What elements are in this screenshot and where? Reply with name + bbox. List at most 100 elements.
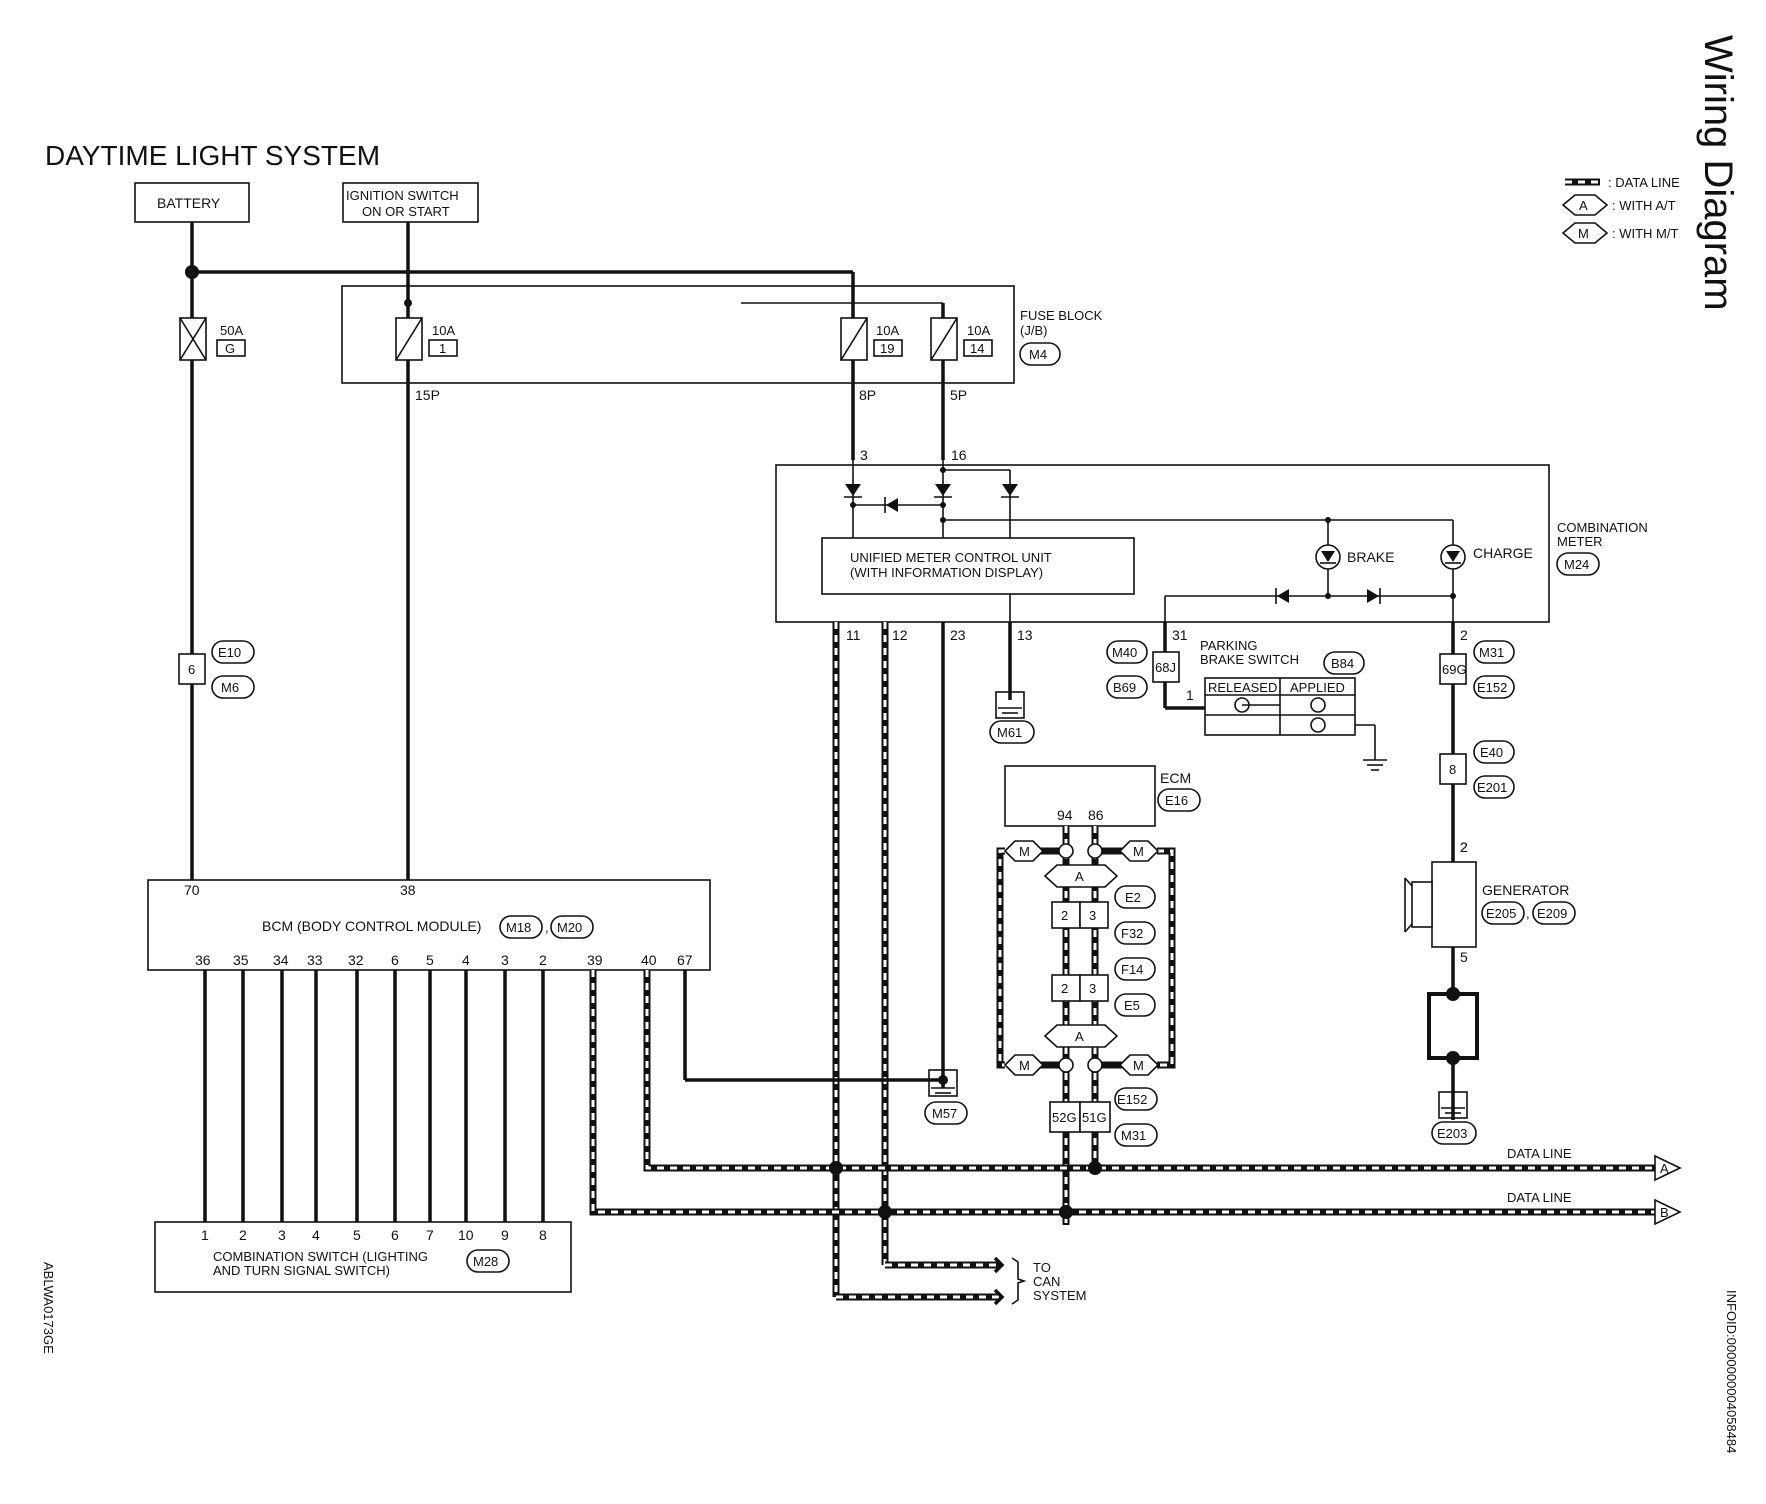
svg-text:2: 2 [239, 1227, 247, 1243]
svg-text:BRAKE SWITCH: BRAKE SWITCH [1200, 652, 1299, 667]
battery-label: BATTERY [157, 195, 221, 211]
svg-text:50A: 50A [220, 323, 243, 338]
conn-m40: M40 [1112, 645, 1137, 660]
svg-text:11: 11 [846, 627, 861, 643]
svg-text:F14: F14 [1121, 962, 1143, 977]
svg-text:5: 5 [353, 1227, 361, 1243]
svg-text:3: 3 [278, 1227, 286, 1243]
svg-text:86: 86 [1088, 807, 1104, 823]
svg-text:APPLIED: APPLIED [1290, 680, 1345, 695]
charge-lamp-label: CHARGE [1473, 545, 1533, 561]
svg-text:1: 1 [201, 1227, 209, 1243]
svg-text:(WITH INFORMATION DISPLAY): (WITH INFORMATION DISPLAY) [850, 565, 1043, 580]
svg-text:2: 2 [1460, 839, 1468, 855]
ecm-conn: E16 [1165, 793, 1188, 808]
svg-text:CAN: CAN [1033, 1274, 1060, 1289]
svg-text:E203: E203 [1437, 1126, 1467, 1141]
svg-text:67: 67 [677, 952, 693, 968]
bcm-switch-wires [203, 970, 545, 1222]
fuse-19: 10A 19 [840, 317, 903, 361]
svg-text:52G: 52G [1052, 1110, 1077, 1125]
ground-m61: M61 [989, 691, 1035, 744]
svg-text:9: 9 [501, 1227, 509, 1243]
svg-text:1: 1 [1186, 687, 1194, 703]
fuse-block [341, 285, 1015, 384]
svg-text:M: M [1019, 844, 1030, 859]
connector-69g [1439, 653, 1467, 685]
svg-text:68J: 68J [1155, 660, 1176, 675]
bcm-label: BCM (BODY CONTROL MODULE) [262, 918, 481, 934]
svg-text:3: 3 [860, 447, 868, 463]
connector-e40 [1439, 753, 1467, 785]
brake-lamp-label: BRAKE [1347, 549, 1394, 565]
svg-text:,: , [545, 920, 549, 935]
ecm-label: ECM [1160, 770, 1191, 786]
conn-m31: M31 [1479, 645, 1504, 660]
conn-e10: E10 [218, 645, 241, 660]
ignition-label-1: IGNITION SWITCH [346, 188, 459, 203]
conn-e152: E152 [1477, 680, 1507, 695]
svg-text:13: 13 [1017, 627, 1033, 643]
svg-text:,: , [1526, 906, 1530, 921]
svg-text:4: 4 [462, 952, 470, 968]
svg-text:36: 36 [195, 952, 211, 968]
svg-text:12: 12 [892, 627, 908, 643]
svg-text:14: 14 [970, 341, 984, 356]
svg-text:GENERATOR: GENERATOR [1482, 882, 1569, 898]
svg-text:6: 6 [391, 952, 399, 968]
svg-text:RELEASED: RELEASED [1208, 680, 1277, 695]
conn-b69: B69 [1113, 680, 1136, 695]
parking-brake-switch: PARKING BRAKE SWITCH B84 RELEASED APPLIE… [1200, 638, 1387, 771]
conn-e201: E201 [1477, 780, 1507, 795]
svg-text:M31: M31 [1121, 1128, 1146, 1143]
combination-switch-conn: M28 [473, 1254, 498, 1269]
fuse-1: 10A 1 [395, 317, 458, 361]
svg-text:2: 2 [539, 952, 547, 968]
svg-text:M61: M61 [997, 725, 1022, 740]
svg-text:5: 5 [1460, 949, 1468, 965]
svg-text:34: 34 [273, 952, 289, 968]
mt-marks: M M M M [1003, 840, 1160, 1076]
ecm-box [1004, 765, 1156, 827]
svg-text:M: M [1133, 844, 1144, 859]
unified-meter-control-unit [821, 537, 1135, 595]
at-marks: A A [1043, 864, 1119, 1048]
svg-text:E5: E5 [1124, 998, 1140, 1013]
svg-text:E205: E205 [1486, 906, 1516, 921]
svg-text:E152: E152 [1117, 1092, 1147, 1107]
svg-text:3: 3 [501, 952, 509, 968]
svg-text:10: 10 [458, 1227, 474, 1243]
combination-meter-label-1: COMBINATION [1557, 520, 1648, 535]
svg-text:M: M [1133, 1058, 1144, 1073]
left-code: ABLWA0173GE [41, 1262, 56, 1354]
svg-text:G: G [225, 341, 235, 356]
svg-text:3: 3 [1089, 908, 1096, 923]
svg-text:A: A [1660, 1161, 1669, 1176]
svg-text:TO: TO [1033, 1260, 1051, 1275]
legend-at-symbol [1561, 194, 1609, 216]
svg-text:16: 16 [951, 447, 967, 463]
combination-switch-label-1: COMBINATION SWITCH (LIGHTING [213, 1249, 428, 1264]
fuse-14: 10A 14 [741, 302, 993, 460]
connector-e10 [178, 653, 206, 685]
term-15p: 15P [415, 387, 440, 403]
svg-text:2: 2 [1460, 627, 1468, 643]
svg-text:5: 5 [426, 952, 434, 968]
data-line-b-label: DATA LINE [1507, 1190, 1572, 1205]
svg-text:23: 23 [950, 627, 966, 643]
svg-text:SYSTEM: SYSTEM [1033, 1288, 1086, 1303]
svg-text:E2: E2 [1125, 890, 1141, 905]
bcm-box [147, 879, 711, 971]
fuse-block-label-1: FUSE BLOCK [1020, 308, 1103, 323]
legend-at-code: A [1579, 198, 1588, 213]
svg-text:M57: M57 [932, 1106, 957, 1121]
svg-text:31: 31 [1172, 627, 1188, 643]
svg-text:PARKING: PARKING [1200, 638, 1258, 653]
svg-text:38: 38 [400, 882, 416, 898]
combination-meter-label-2: METER [1557, 534, 1603, 549]
svg-text:6: 6 [188, 662, 195, 677]
svg-text:10A: 10A [432, 323, 455, 338]
legend-data-line: : DATA LINE [1608, 175, 1680, 190]
svg-text:A: A [1075, 869, 1084, 884]
